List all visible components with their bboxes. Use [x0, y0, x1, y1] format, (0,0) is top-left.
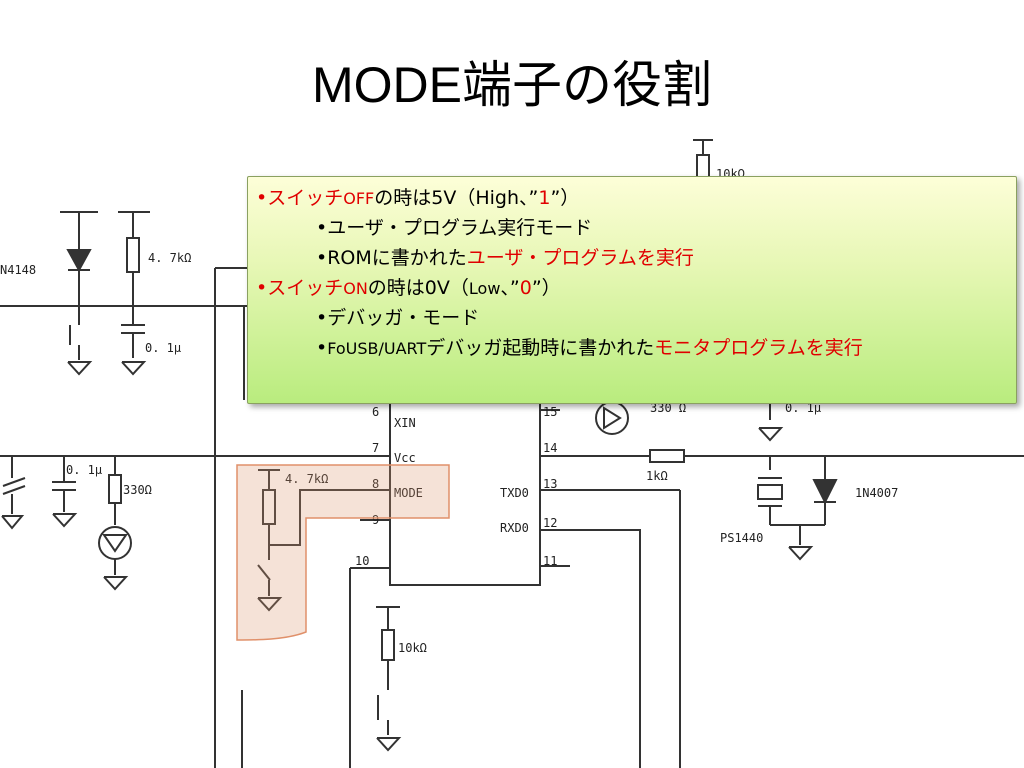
mode-pin-highlight — [236, 464, 450, 641]
diode-icon — [812, 479, 838, 505]
svg-text:XIN: XIN — [394, 416, 416, 430]
svg-text:330 Ω: 330 Ω — [650, 401, 686, 415]
svg-text:15: 15 — [543, 405, 557, 419]
svg-text:10: 10 — [355, 554, 369, 568]
svg-text:4. 7kΩ: 4. 7kΩ — [285, 472, 328, 486]
svg-text:7: 7 — [372, 441, 379, 455]
svg-text:0. 1μ: 0. 1μ — [145, 341, 181, 355]
note-line-switch-on: •スイッチONの時は0V（Low、”0”） — [256, 277, 561, 299]
svg-text:4. 7kΩ: 4. 7kΩ — [148, 251, 191, 265]
note-line-debug-mode: •デバッガ・モード — [316, 307, 480, 329]
svg-text:N4148: N4148 — [0, 263, 36, 277]
svg-text:1kΩ: 1kΩ — [646, 469, 668, 483]
svg-text:10kΩ: 10kΩ — [398, 641, 427, 655]
diode-icon — [66, 249, 92, 273]
svg-text:0. 1μ: 0. 1μ — [66, 463, 102, 477]
note-line-switch-off: •スイッチOFFの時は5V（High、”1”） — [256, 187, 580, 209]
note-line-monitor-exec: •FoUSB/UARTデバッガ起動時に書かれたモニタプログラムを実行 — [316, 337, 863, 359]
svg-text:13: 13 — [543, 477, 557, 491]
svg-text:330Ω: 330Ω — [123, 483, 152, 497]
svg-text:0. 1μ: 0. 1μ — [785, 401, 821, 415]
svg-text:PS1440: PS1440 — [720, 531, 763, 545]
svg-text:6: 6 — [372, 405, 379, 419]
note-line-user-mode: •ユーザ・プログラム実行モード — [316, 217, 593, 239]
note-line-rom-exec: •ROMに書かれたユーザ・プログラムを実行 — [316, 247, 694, 269]
svg-text:9: 9 — [372, 513, 379, 527]
svg-text:8: 8 — [372, 477, 379, 491]
svg-text:RXD0: RXD0 — [500, 521, 529, 535]
svg-text:MODE: MODE — [394, 486, 423, 500]
slide-title: MODE端子の役割 — [312, 57, 712, 113]
svg-text:14: 14 — [543, 441, 557, 455]
svg-text:TXD0: TXD0 — [500, 486, 529, 500]
svg-text:11: 11 — [543, 554, 557, 568]
svg-text:12: 12 — [543, 516, 557, 530]
explanation-callout: •スイッチOFFの時は5V（High、”1”） •ユーザ・プログラム実行モード … — [247, 176, 1017, 404]
svg-text:1N4007: 1N4007 — [855, 486, 898, 500]
svg-text:Vcc: Vcc — [394, 451, 416, 465]
